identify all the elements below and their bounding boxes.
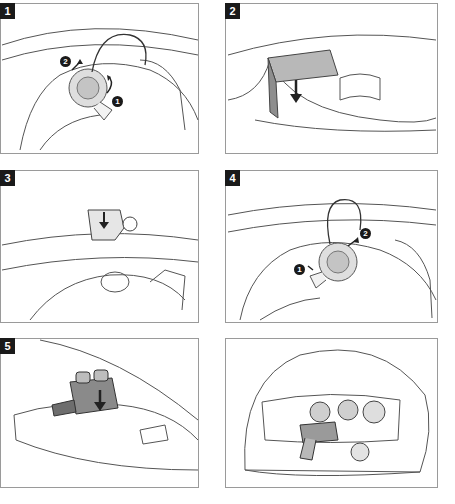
- panel-frame: [1, 171, 199, 323]
- helmet-interior: [228, 204, 436, 320]
- helmet-chin: [14, 340, 198, 470]
- callout-number: 1: [294, 264, 305, 275]
- step-number: 2: [225, 3, 240, 19]
- helmet-interior: [2, 29, 198, 150]
- callout-number: 1: [112, 96, 123, 107]
- panel-frame: [1, 4, 199, 154]
- step-number: 1: [0, 3, 15, 19]
- panel-frame: [226, 339, 438, 488]
- callout-number: 2: [360, 228, 371, 239]
- step-number: 3: [0, 170, 15, 186]
- helmet-rim: [2, 234, 198, 320]
- speaker: [308, 200, 361, 288]
- speaker: [69, 34, 146, 120]
- step-number: 4: [225, 170, 240, 186]
- helmet-side-view: [245, 350, 429, 476]
- control-unit: [52, 370, 118, 416]
- installed-parts: [300, 400, 385, 461]
- panel-frame: [1, 339, 199, 488]
- panel-frame: [226, 171, 438, 323]
- step-number: 5: [0, 338, 15, 354]
- panel-frame: [226, 4, 438, 154]
- callout-number: 2: [60, 56, 71, 67]
- helmet-shell: [228, 35, 436, 131]
- bracket: [88, 210, 137, 240]
- clamp-module: [268, 50, 338, 118]
